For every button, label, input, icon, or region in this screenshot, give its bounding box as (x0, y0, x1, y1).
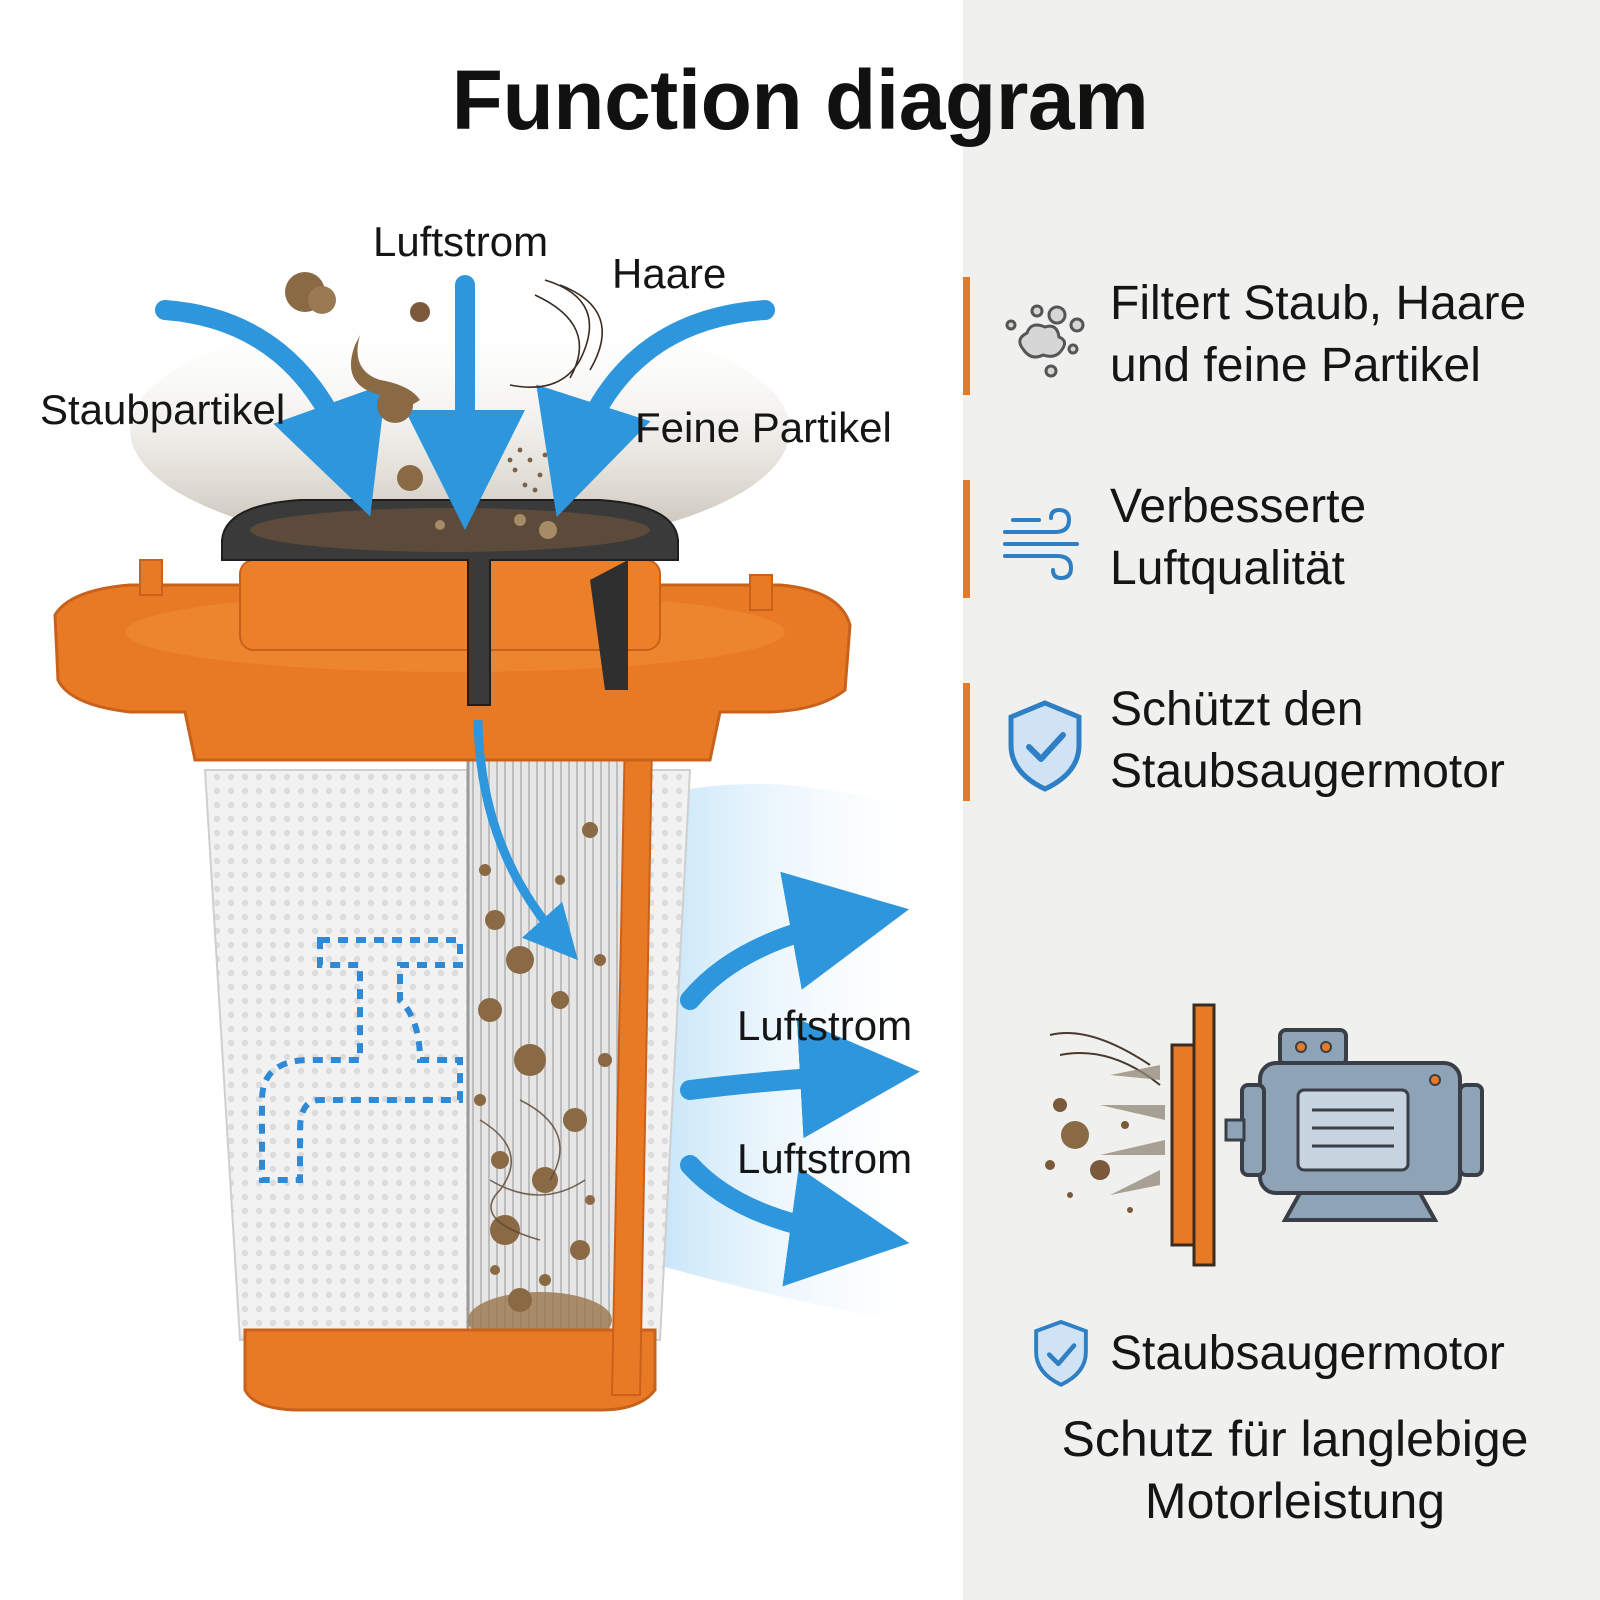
label-hair: Haare (612, 250, 727, 297)
filter-base-ring (243, 1328, 657, 1412)
motor-protection-title: Staubsaugermotor (1110, 1327, 1505, 1380)
filter-barrier (1170, 1003, 1216, 1267)
outflow-arrow-middle (680, 1018, 920, 1139)
trapped-hair (479, 1099, 586, 1241)
seal-inner-lip (590, 560, 628, 690)
motor-protection-subtitle: Schutz für langlebige Motorleistung (1061, 1411, 1529, 1529)
accent-bar (963, 277, 970, 395)
label-dust-particles: Staubpartikel (40, 386, 286, 433)
inflow-arrows (155, 275, 775, 530)
motor-icon (1224, 1028, 1484, 1222)
flange-tab-left (139, 559, 163, 596)
trapped-dust-particles (474, 822, 612, 1312)
outflow-arrow-bottom (680, 1155, 910, 1287)
inflow-arrow-right (536, 300, 775, 518)
shield-check-icon (1034, 1319, 1088, 1387)
benefit-filter-text: Filtert Staub, Haare und feine Partikel (1110, 277, 1527, 392)
motor-protection-scene (1045, 1003, 1484, 1267)
page-title: Function diagram (451, 53, 1149, 147)
label-airflow-in: Luftstrom (373, 218, 549, 265)
outflow-arrows (680, 871, 920, 1287)
benefit-air-quality-text: Verbesserte Luftqualität (1110, 480, 1367, 595)
dust-particles-icon (1005, 304, 1085, 378)
benefit-motor: Schützt den Staubsaugermotor (963, 683, 1600, 803)
filter-cutaway-diagram (53, 272, 940, 1412)
label-airflow-out-2: Luftstrom (737, 1135, 913, 1182)
benefit-air-quality: Verbesserte Luftqualität (963, 480, 1600, 600)
label-airflow-out-1: Luftstrom (737, 1002, 913, 1049)
flange-tab-right (749, 574, 773, 611)
shield-check-icon (1008, 700, 1082, 792)
seal-opening (250, 508, 650, 552)
incoming-debris (285, 272, 604, 539)
outflow-arrow-top (680, 871, 910, 1010)
inner-flow-arrow (473, 719, 578, 961)
accent-bar (963, 683, 970, 801)
accent-bar (963, 480, 970, 598)
benefit-filter: Filtert Staub, Haare und feine Partikel (963, 277, 1600, 397)
faucet-pictogram (259, 937, 463, 1183)
inflow-arrow-left (155, 300, 387, 517)
debris-stream (1045, 1032, 1165, 1213)
label-fine-particles: Feine Partikel (635, 404, 892, 451)
benefit-motor-text: Schützt den Staubsaugermotor (1110, 683, 1505, 798)
wind-icon (1003, 507, 1079, 581)
